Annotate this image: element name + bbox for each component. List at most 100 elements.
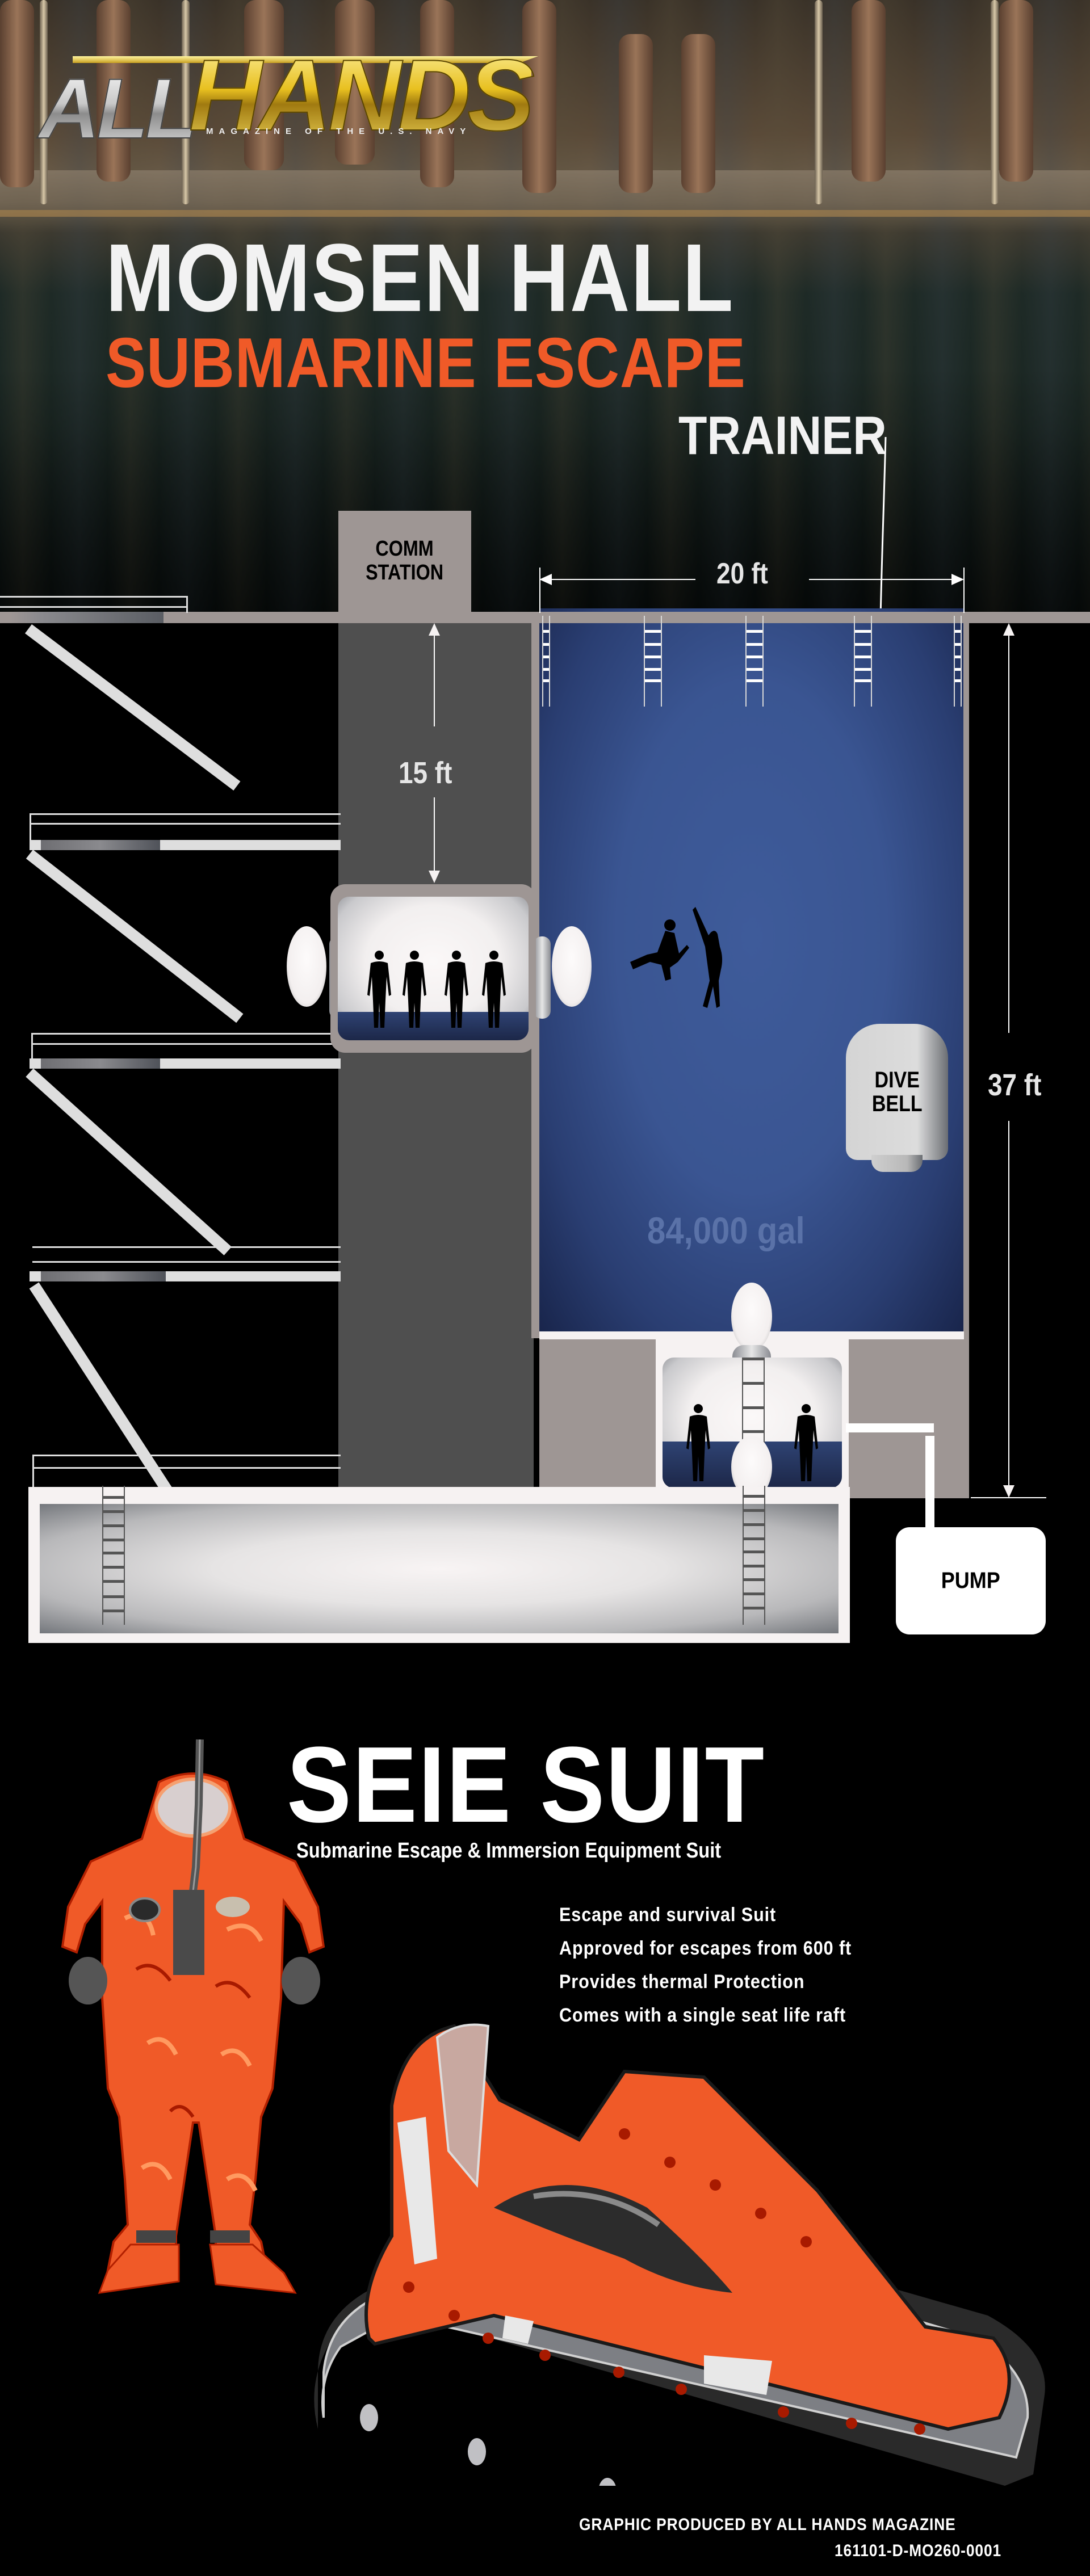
pump-pipe	[846, 1423, 934, 1432]
life-raft-illustration	[314, 2023, 1045, 2486]
person-silhouette	[403, 951, 426, 1028]
pool-depth-label: 37 ft	[988, 1068, 1042, 1102]
title-submarine-escape: SUBMARINE ESCAPE	[106, 324, 746, 402]
trunk-depth-label: 15 ft	[399, 756, 452, 790]
diver-silhouette	[630, 919, 689, 981]
staircase-flight	[24, 624, 241, 791]
logo-tagline: MAGAZINE OF THE U.S. NAVY	[206, 127, 472, 136]
person-silhouette	[794, 1404, 818, 1481]
dive-bell-label-line2: BELL	[871, 1091, 923, 1116]
trunk-hatch-left	[287, 926, 326, 1007]
arrow-down-icon	[429, 871, 440, 883]
seie-suit-title: SEIE SUIT	[287, 1725, 765, 1845]
seie-feature-list: Escape and survival Suit Approved for es…	[559, 1898, 884, 2032]
leg-silhouette	[999, 0, 1033, 182]
all-hands-logo: ALL HANDS MAGAZINE OF THE U.S. NAVY	[27, 37, 538, 173]
railing-post	[31, 1033, 33, 1061]
dimension-line	[434, 797, 435, 877]
arrow-up-icon	[429, 623, 440, 636]
staircase-flight	[26, 1068, 232, 1255]
dive-bell-label-line1: DIVE	[874, 1068, 920, 1092]
dimension-line	[1008, 1121, 1009, 1490]
pool-width-label: 20 ft	[716, 557, 768, 590]
arrow-right-icon	[951, 574, 964, 585]
pump: PUMP	[896, 1527, 1046, 1634]
escape-trunk-chamber	[330, 884, 536, 1053]
dimension-tick	[971, 1497, 1046, 1498]
arrow-up-icon	[1003, 623, 1014, 636]
escape-trunk-interior	[338, 897, 529, 1040]
pool-ladder-rail	[182, 0, 190, 204]
dimension-line	[809, 579, 958, 580]
dive-bell-neck	[871, 1155, 923, 1172]
leg-silhouette	[852, 0, 886, 182]
railing-post	[186, 596, 188, 613]
graphic-id: 161101-D-MO260-0001	[835, 2541, 1002, 2560]
lower-tank-interior	[40, 1504, 839, 1633]
pool-volume-label: 84,000 gal	[647, 1209, 805, 1251]
leg-silhouette	[0, 0, 34, 187]
stair-opening	[41, 1058, 160, 1069]
pool-ladder-rail	[40, 0, 48, 204]
dimension-line	[545, 579, 695, 580]
railing-post	[30, 813, 31, 842]
leg-silhouette	[522, 0, 556, 193]
railing	[32, 1467, 341, 1469]
tank-ladder	[102, 1486, 125, 1625]
arrow-down-icon	[1003, 1485, 1014, 1498]
logo-hands-text: HANDS	[188, 37, 535, 153]
logo-bar	[73, 56, 538, 63]
pool-ladder	[954, 616, 962, 707]
pool-ladder	[854, 616, 872, 707]
graphic-credit: GRAPHIC PRODUCED BY ALL HANDS MAGAZINE	[579, 2515, 956, 2534]
escape-training-pool	[539, 608, 964, 1338]
staircase-flight	[26, 850, 244, 1023]
person-silhouette	[686, 1404, 710, 1481]
pool-rim	[539, 612, 964, 623]
seie-suit-illustration	[61, 1739, 325, 2294]
stair-opening	[10, 612, 164, 623]
stair-opening	[41, 1271, 166, 1281]
trunk-hatch-right	[552, 926, 592, 1007]
staircase-flight	[29, 1282, 178, 1503]
leg-silhouette	[244, 0, 284, 170]
railing	[30, 823, 341, 825]
leg-silhouette	[420, 0, 454, 187]
stair-opening	[41, 840, 160, 850]
railing	[32, 1455, 341, 1456]
railing	[31, 1033, 341, 1035]
title-momsen-hall: MOMSEN HALL	[106, 224, 735, 332]
dimension-tick	[963, 568, 965, 613]
pool-ladder	[644, 616, 662, 707]
seie-suit-subtitle: Submarine Escape & Immersion Equipment S…	[296, 1839, 722, 1863]
railing	[32, 1246, 341, 1248]
logo-all-text: ALL	[38, 60, 198, 158]
railing-post	[32, 1455, 34, 1489]
pump-pipe	[925, 1436, 934, 1530]
dive-bell: DIVE BELL	[846, 1024, 948, 1160]
railing	[32, 1261, 341, 1263]
dimension-line	[434, 636, 435, 726]
swimmer-silhouette	[693, 907, 723, 1008]
leg-silhouette	[335, 0, 375, 165]
leg-silhouette	[681, 34, 715, 193]
person-silhouette	[482, 951, 506, 1028]
title-trainer: TRAINER	[678, 405, 887, 466]
pool-ladder-rail	[991, 0, 999, 204]
comm-station: COMM STATION	[338, 511, 471, 612]
feature-item: Provides thermal Protection	[559, 1971, 805, 1993]
comm-station-label-line2: STATION	[366, 561, 444, 585]
pool-ladder	[745, 616, 764, 707]
person-silhouette	[445, 951, 468, 1028]
feature-item: Escape and survival Suit	[559, 1904, 777, 1926]
dimension-line	[1008, 636, 1009, 1033]
feature-item: Comes with a single seat life raft	[559, 2005, 846, 2026]
pool-deck-edge	[0, 210, 1090, 217]
hatch-collar	[534, 936, 551, 1019]
pool-ladder-rail	[815, 0, 823, 204]
comm-station-label-line1: COMM	[375, 537, 434, 561]
escape-trunk-column	[338, 623, 534, 1498]
arrow-left-icon	[539, 574, 552, 585]
top-railing	[0, 596, 187, 598]
railing	[31, 1043, 341, 1045]
